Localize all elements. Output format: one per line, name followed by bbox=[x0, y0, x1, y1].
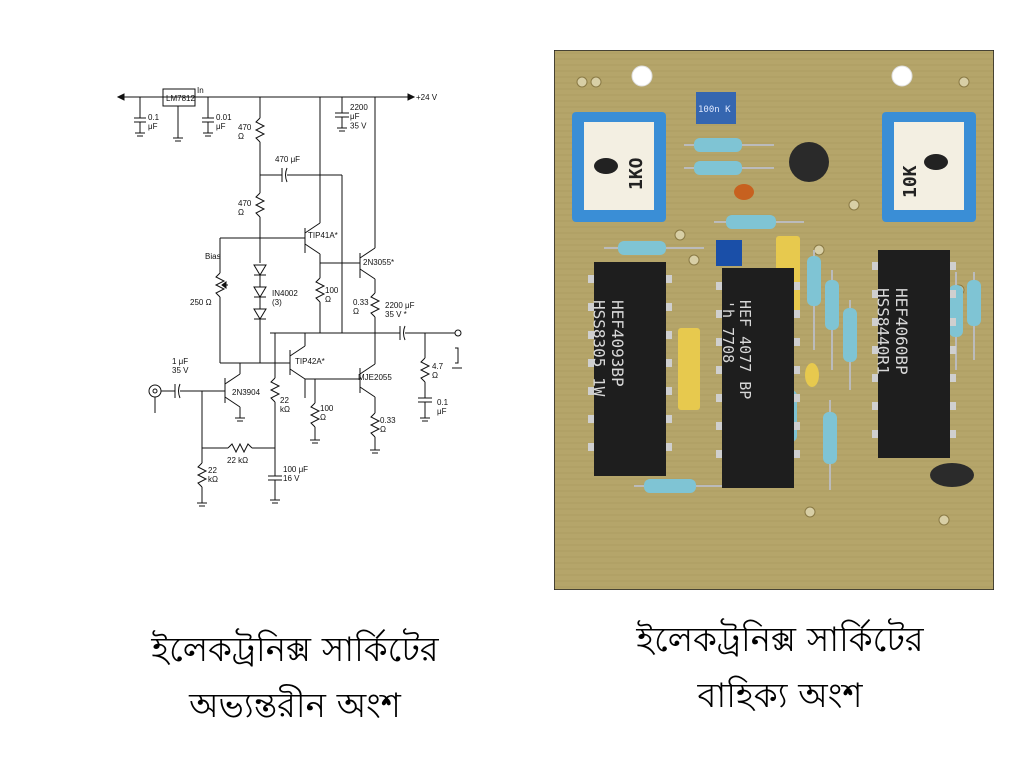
ic2-label: HEF 4077 BP'h 7708 bbox=[719, 300, 754, 399]
ic3-label: HEF4060BPHSS8440R1 bbox=[874, 288, 911, 375]
label-r22k: 22 kΩ bbox=[227, 456, 248, 465]
label-bias: Bias bbox=[205, 252, 221, 261]
label-cap470: 470 μF bbox=[275, 155, 300, 164]
caption-right-line2: বাহিক্য অংশ bbox=[697, 676, 863, 716]
label-mje: MJE2055 bbox=[358, 373, 392, 382]
pot-right-label: 10K bbox=[900, 165, 921, 198]
label-supply: +24 V bbox=[416, 93, 438, 102]
caption-right-line1: ইলেকট্রনিক্স সার্কিটের bbox=[636, 620, 924, 660]
ic1-label: HEF4093BPHSS8305 1W bbox=[590, 300, 627, 397]
label-tip41: TIP41A* bbox=[308, 231, 338, 240]
label-diodes: IN4002(3) bbox=[272, 289, 298, 307]
label-regulator: LM7812 bbox=[166, 94, 195, 103]
caption-left-line2: অভ্যন্তরীন অংশ bbox=[189, 686, 401, 726]
pot-left-label: 1KO bbox=[626, 157, 647, 190]
label-in: In bbox=[197, 86, 204, 95]
label-tip42: TIP42A* bbox=[295, 357, 325, 366]
resistor-group bbox=[604, 138, 981, 493]
pcb-photo: 1KO 10K 100n K HEF4093BPHSS8305 1W HEF 4… bbox=[554, 50, 994, 590]
cap-label: 100n K bbox=[698, 105, 731, 115]
caption-external-part: ইলেকট্রনিক্স সার্কিটের বাহিক্য অংশ bbox=[580, 612, 980, 724]
label-q2n3904: 2N3904 bbox=[232, 388, 261, 397]
label-pot: 250 Ω bbox=[190, 298, 212, 307]
caption-internal-part: ইলেকট্রনিক্স সার্কিটের অভ্যন্তরীন অংশ bbox=[110, 622, 480, 734]
caption-left-line1: ইলেকট্রনিক্স সার্কিটের bbox=[151, 630, 439, 670]
label-q2n3055: 2N3055* bbox=[363, 258, 394, 267]
